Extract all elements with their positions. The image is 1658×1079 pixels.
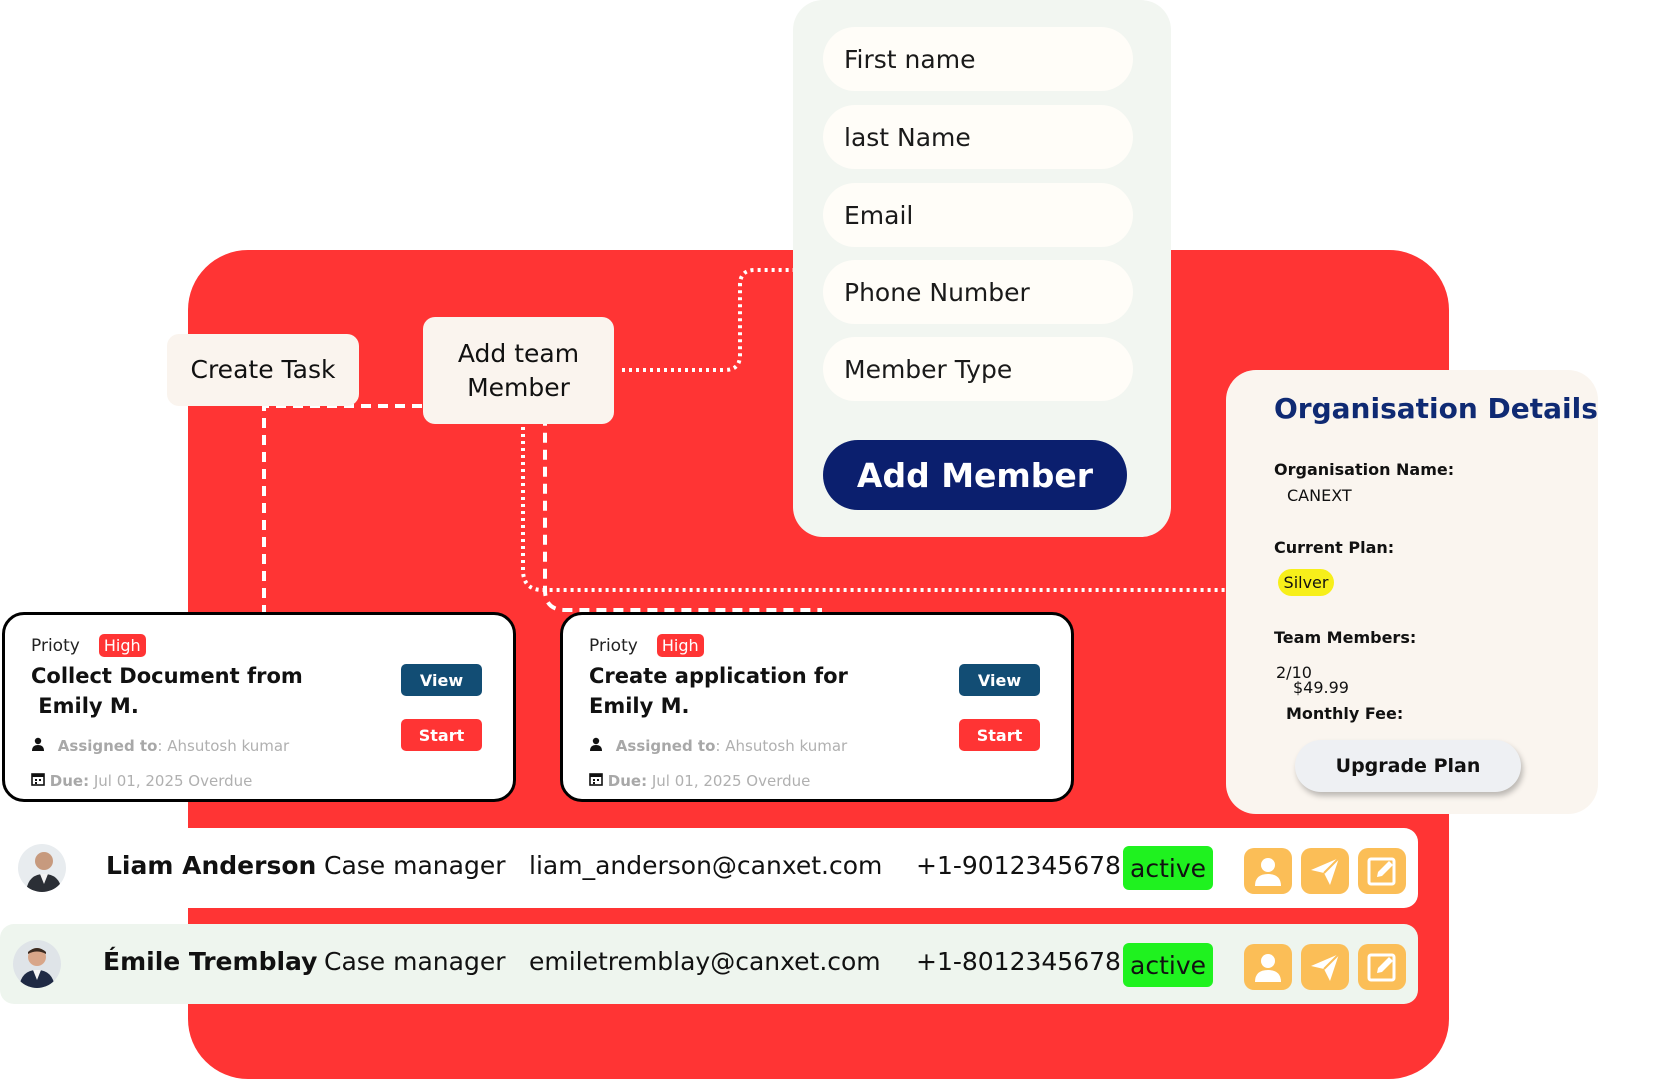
member-name: Liam Anderson xyxy=(106,851,317,880)
assigned-label: Assigned to xyxy=(57,737,158,755)
due-row: Due: Jul 01, 2025 Overdue xyxy=(31,772,252,790)
member-phone: +1-9012345678 xyxy=(916,851,1121,880)
start-button-label: Start xyxy=(976,725,1023,745)
connector-create-task xyxy=(262,404,430,615)
assigned-value: : Ahsutosh kumar xyxy=(715,737,848,755)
member-type-placeholder: Member Type xyxy=(844,354,1013,384)
view-button[interactable]: View xyxy=(401,664,482,696)
calendar-icon xyxy=(589,773,603,786)
user-small-icon xyxy=(32,737,44,751)
upgrade-plan-button[interactable]: Upgrade Plan xyxy=(1295,740,1521,792)
task-title-line-2: Emily M. xyxy=(31,694,139,718)
add-member-button-label: Add Member xyxy=(856,455,1094,495)
avatar-portrait xyxy=(18,844,66,892)
assigned-row: Assigned to: Ahsutosh kumar xyxy=(31,737,289,755)
member-email: emiletremblay@canxet.com xyxy=(529,947,881,976)
due-value: Jul 01, 2025 Overdue xyxy=(89,772,253,790)
first-name-placeholder: First name xyxy=(844,44,976,74)
task-title-line-1: Collect Document from xyxy=(31,664,303,688)
status-badge: active xyxy=(1123,943,1213,987)
add-team-member-label: Add team Member xyxy=(457,338,580,402)
due-label: Due: xyxy=(607,772,648,790)
member-name: Émile Tremblay xyxy=(103,947,318,976)
person-icon xyxy=(1255,954,1281,982)
priority-row: Prioty High xyxy=(31,634,146,657)
assigned-row: Assigned to: Ahsutosh kumar xyxy=(589,737,847,755)
organisation-details-title: Organisation Details xyxy=(1274,392,1598,425)
start-button[interactable]: Start xyxy=(401,719,482,751)
priority-badge: High xyxy=(98,634,146,657)
start-button[interactable]: Start xyxy=(959,719,1040,751)
member-phone: +1-8012345678 xyxy=(916,947,1121,976)
edit-icon xyxy=(1367,857,1396,886)
connector-add-member xyxy=(622,268,795,372)
avatar xyxy=(13,940,61,988)
add-member-button[interactable]: Add Member xyxy=(823,440,1127,510)
priority-badge: High xyxy=(656,634,704,657)
avatar xyxy=(18,844,66,892)
start-button-label: Start xyxy=(418,725,465,745)
organisation-name-value: CANEXT xyxy=(1287,486,1352,505)
send-icon xyxy=(1311,953,1340,981)
phone-placeholder: Phone Number xyxy=(844,277,1030,307)
avatar-portrait xyxy=(13,940,61,988)
view-button[interactable]: View xyxy=(959,664,1040,696)
priority-label: Prioty xyxy=(31,636,80,656)
first-name-field[interactable]: First name xyxy=(823,27,1133,91)
plan-badge: Silver xyxy=(1278,569,1334,596)
email-placeholder: Email xyxy=(844,200,914,230)
priority-label: Prioty xyxy=(589,636,638,656)
task-title: Create application for Emily M. xyxy=(589,661,848,721)
upgrade-plan-label: Upgrade Plan xyxy=(1335,755,1481,777)
member-role: Case manager xyxy=(324,851,506,880)
edit-icon xyxy=(1367,953,1396,982)
team-members-value: 2/10 xyxy=(1276,663,1312,682)
edit-member-icon[interactable] xyxy=(1358,944,1406,990)
last-name-field[interactable]: last Name xyxy=(823,105,1133,169)
create-task-chip[interactable]: Create Task xyxy=(167,334,359,406)
assigned-value: : Ahsutosh kumar xyxy=(157,737,290,755)
view-button-label: View xyxy=(419,670,464,690)
view-button-label: View xyxy=(977,670,1022,690)
add-team-member-chip[interactable]: Add team Member xyxy=(423,317,614,424)
task-card xyxy=(2,612,516,802)
priority-row: Prioty High xyxy=(589,634,704,657)
member-type-field[interactable]: Member Type xyxy=(823,337,1133,401)
profile-icon[interactable] xyxy=(1244,848,1292,894)
member-role: Case manager xyxy=(324,947,506,976)
person-icon xyxy=(1255,858,1281,886)
send-message-icon[interactable] xyxy=(1301,848,1349,894)
member-email: liam_anderson@canxet.com xyxy=(529,851,883,880)
assigned-label: Assigned to xyxy=(615,737,716,755)
organisation-name-label: Organisation Name: xyxy=(1274,460,1455,479)
monthly-fee-label: Monthly Fee: xyxy=(1286,704,1404,723)
last-name-placeholder: last Name xyxy=(844,122,971,152)
current-plan-label: Current Plan: xyxy=(1274,538,1395,557)
phone-field[interactable]: Phone Number xyxy=(823,260,1133,324)
task-title: Collect Document from Emily M. xyxy=(31,661,303,721)
create-task-label: Create Task xyxy=(190,355,336,384)
connector-org xyxy=(521,420,1226,592)
user-small-icon xyxy=(590,737,602,751)
task-card xyxy=(560,612,1074,802)
due-value: Jul 01, 2025 Overdue xyxy=(647,772,811,790)
edit-member-icon[interactable] xyxy=(1358,848,1406,894)
send-message-icon[interactable] xyxy=(1301,944,1349,990)
monthly-fee-value: $49.99 xyxy=(1293,678,1349,697)
task-title-line-1: Create application for xyxy=(589,664,848,688)
calendar-icon xyxy=(31,773,45,786)
connector-task-2 xyxy=(430,404,822,612)
email-field[interactable]: Email xyxy=(823,183,1133,247)
task-title-line-2: Emily M. xyxy=(589,694,690,718)
send-icon xyxy=(1311,857,1340,885)
due-label: Due: xyxy=(49,772,90,790)
due-row: Due: Jul 01, 2025 Overdue xyxy=(589,772,810,790)
team-members-label: Team Members: xyxy=(1274,628,1417,647)
status-badge: active xyxy=(1123,846,1213,890)
profile-icon[interactable] xyxy=(1244,944,1292,990)
